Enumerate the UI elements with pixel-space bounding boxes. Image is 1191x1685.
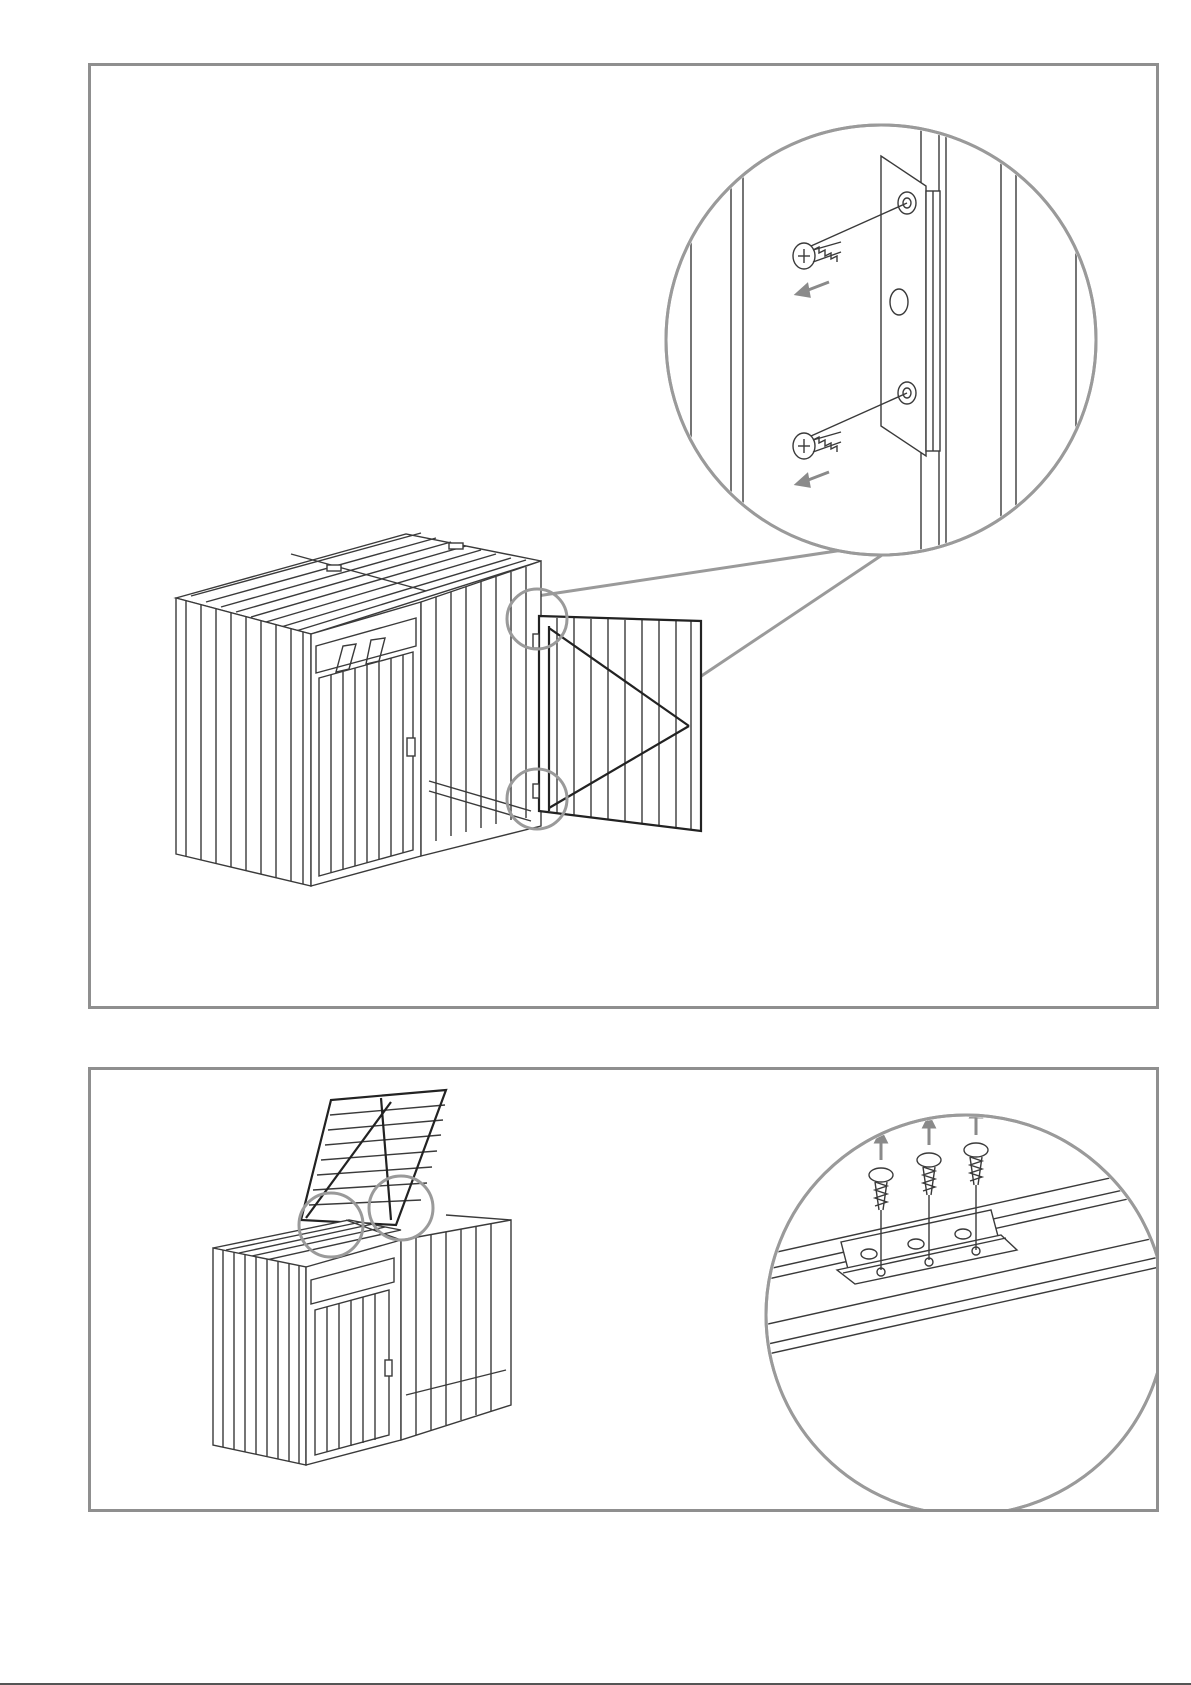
hinge-icon — [881, 156, 940, 456]
lid-removal-diagram — [91, 1070, 1156, 1509]
door-removal-diagram — [91, 66, 1156, 1006]
removed-door — [533, 616, 701, 831]
lid-hinge-detail-magnifier — [741, 1107, 1156, 1509]
door-hinge-top — [533, 634, 539, 648]
bin-shed-open-lid — [213, 1090, 511, 1465]
step-panel-door — [88, 63, 1159, 1009]
step-panel-lid — [88, 1067, 1159, 1512]
door-latch — [407, 738, 415, 756]
door-hinge-bottom — [533, 784, 539, 798]
hinge-detail-magnifier — [666, 106, 1096, 586]
lid-hinge-right — [449, 543, 463, 549]
lid-hinge-left — [327, 565, 341, 571]
bin-shed — [176, 533, 541, 886]
